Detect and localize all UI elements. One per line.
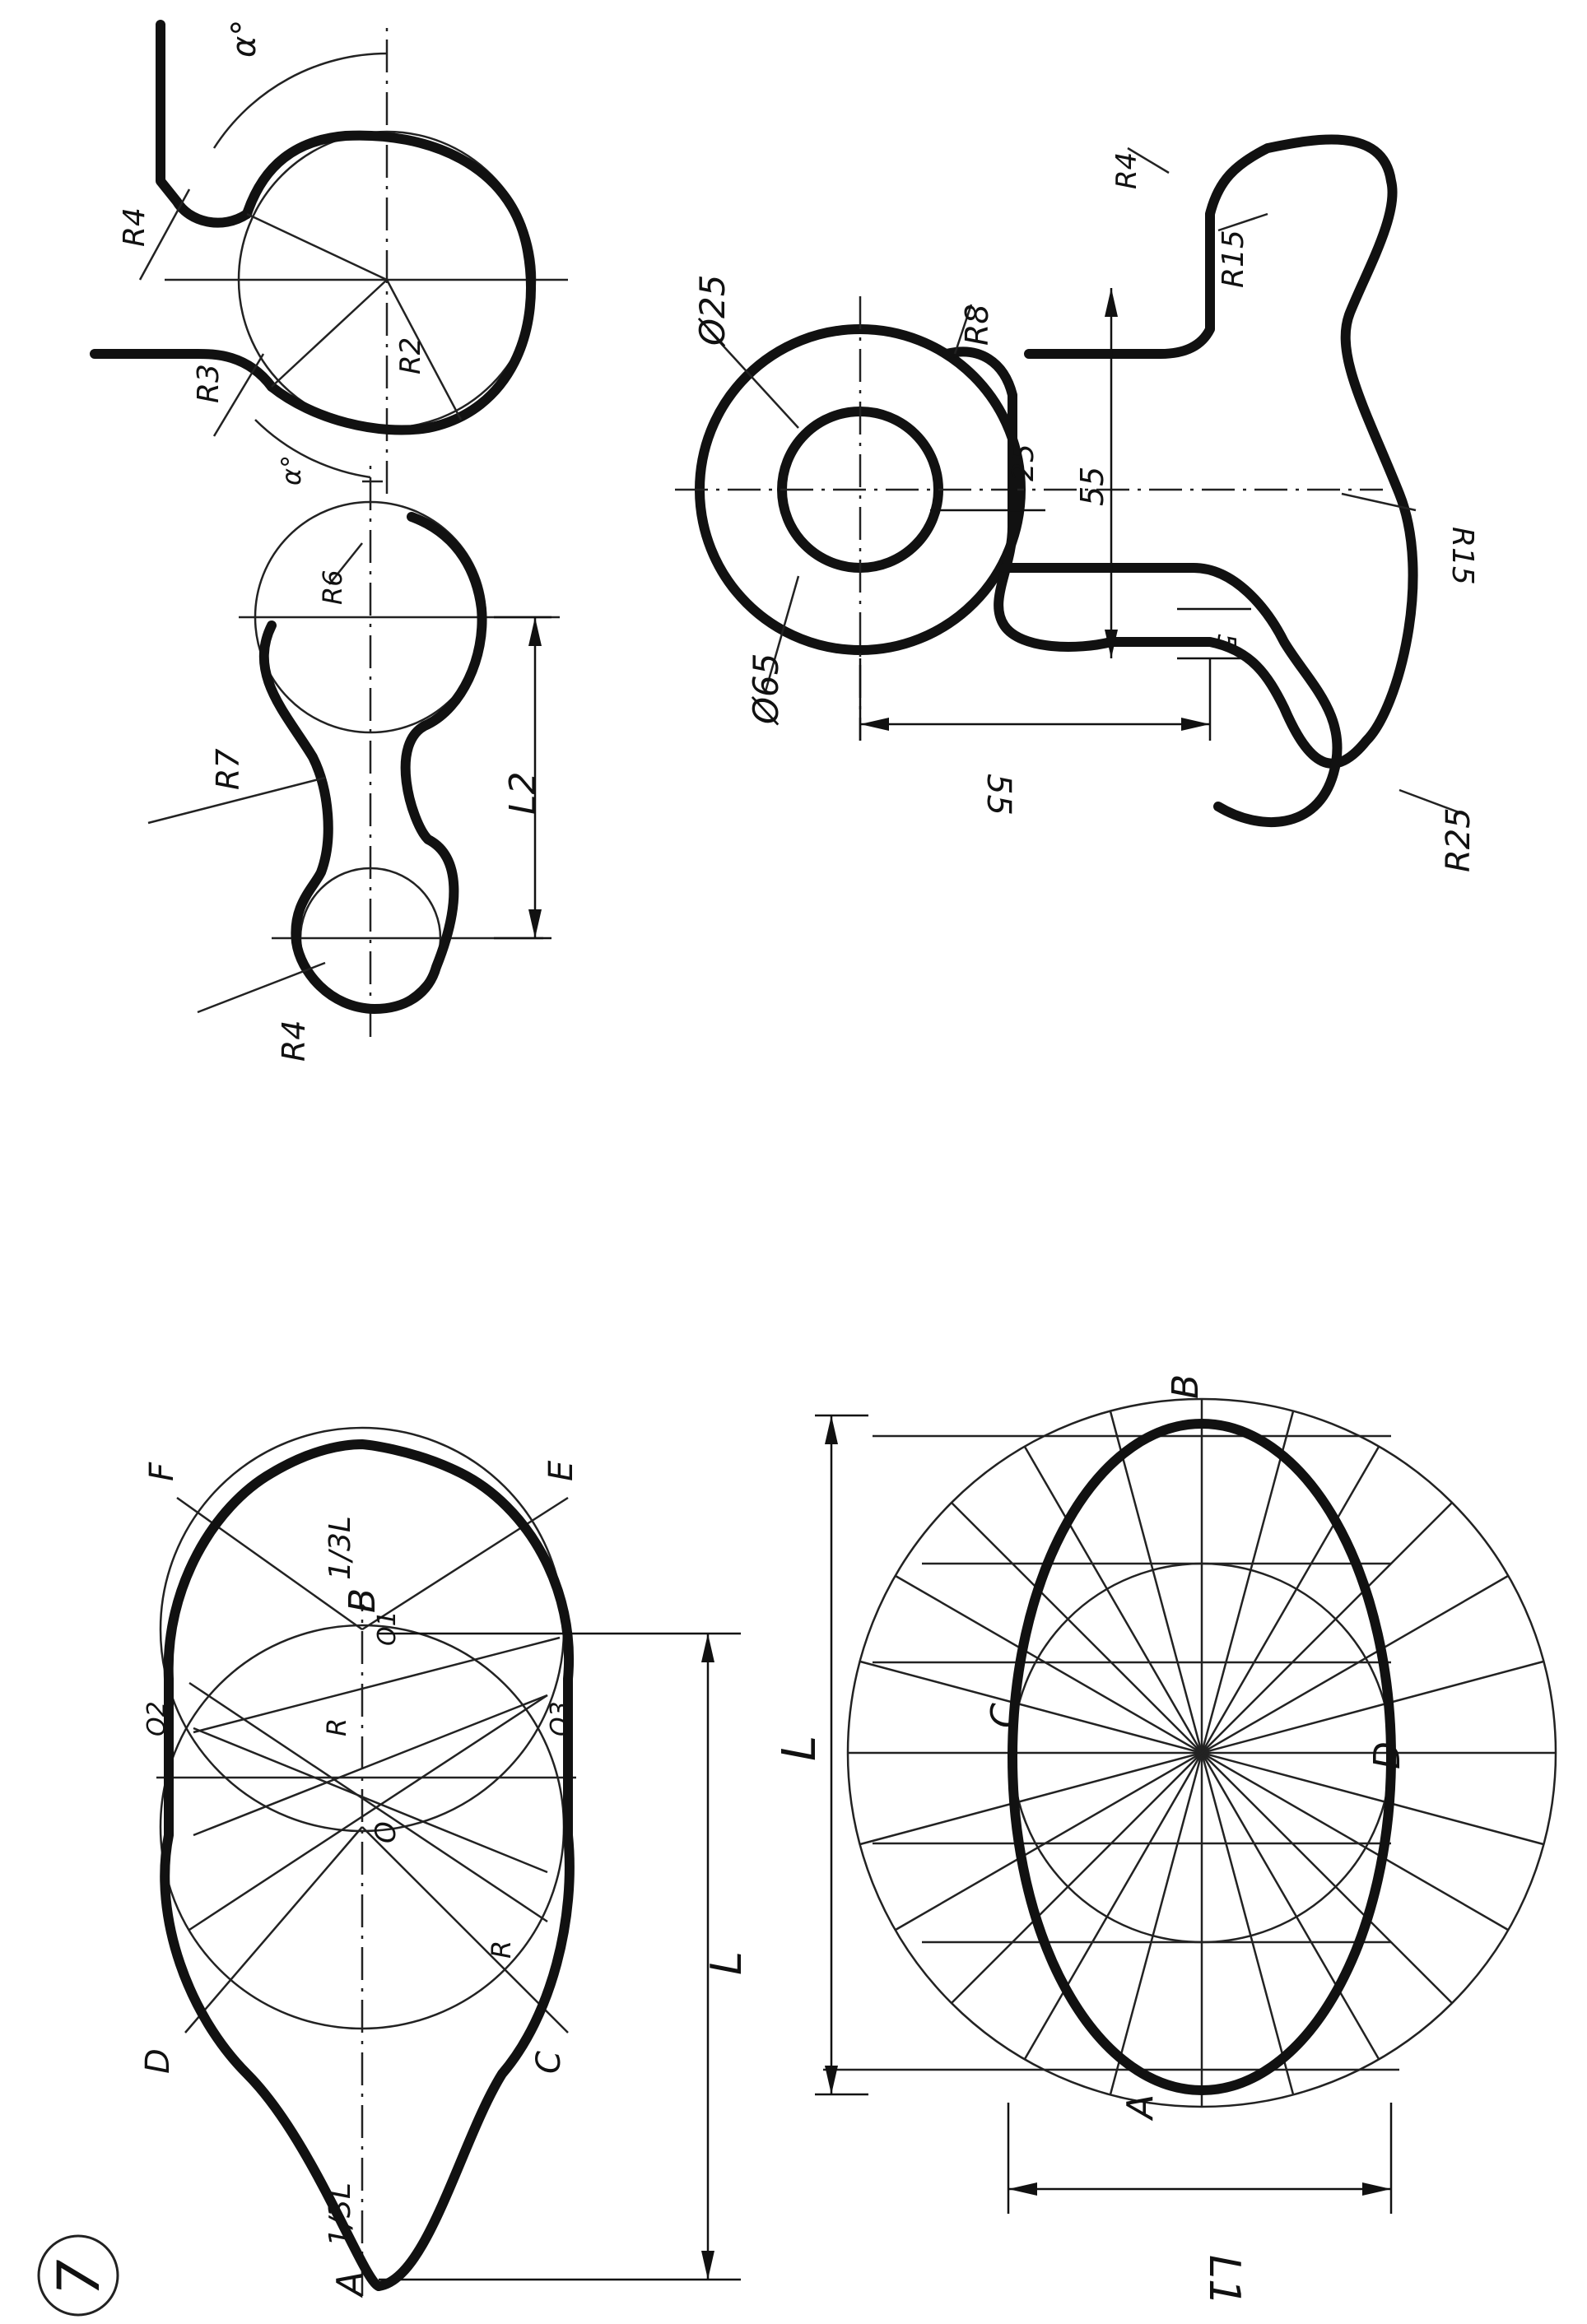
arc-r3-label: R3 xyxy=(192,364,226,403)
center-o-label: O xyxy=(370,1821,403,1843)
ellipse-point-b-label: B xyxy=(1165,1374,1207,1399)
link-r6-label: R6 xyxy=(317,569,348,605)
arc-lower-line xyxy=(90,349,277,392)
oval-radius-label-2: R xyxy=(486,1941,517,1959)
sheet-number: 7 xyxy=(45,2259,113,2296)
hook-55-lower-label: 55 xyxy=(980,774,1017,816)
hook-5-label: 5 xyxy=(1212,634,1240,649)
hook-d65-label: Ø65 xyxy=(746,653,786,726)
oval-third-right-label: 1/3L xyxy=(323,1516,357,1580)
ellipse-minor-label: L1 xyxy=(1199,2255,1249,2306)
ellipse-point-d-label: D xyxy=(1366,1741,1408,1769)
arc-r2-label: R2 xyxy=(394,337,427,374)
arc-upper-line xyxy=(156,20,252,228)
oval-length-label: L xyxy=(702,1951,752,1975)
ellipse-construction-figure: A B C D L L1 xyxy=(773,1374,1557,2306)
angle-arc-bottom xyxy=(254,419,371,479)
link-l2-label: L2 xyxy=(502,771,544,815)
ellipse-point-c-label: C xyxy=(984,1703,1026,1728)
oval-point-e-label: E xyxy=(542,1460,580,1481)
angle-arc-top xyxy=(212,52,388,149)
ellipse-radial-lines xyxy=(848,1399,1556,2107)
oval-point-c-label: C xyxy=(530,2051,568,2074)
center-o1-label: O1 xyxy=(373,1611,402,1646)
oval-point-a-label: A xyxy=(329,2271,371,2298)
arc-r4-label: R4 xyxy=(118,207,151,247)
link-figure: R4 R7 R6 L2 xyxy=(147,461,560,1062)
hook-lower-outline xyxy=(999,563,1343,828)
arc-angle-top-label: α° xyxy=(226,20,263,58)
oval-outline xyxy=(160,1439,575,2291)
sheet-number-badge: 7 xyxy=(37,2234,119,2317)
oval-construction-figure: A B C D E F O O1 O2 O3 1/3L 1/3L R R L xyxy=(139,1426,752,2298)
arc-main-outline xyxy=(242,130,536,435)
hook-r25-label: R25 xyxy=(1440,807,1478,872)
hook-55-label: 55 xyxy=(1074,467,1110,506)
oval-point-f-label: F xyxy=(143,1462,181,1481)
oval-point-b-label: B xyxy=(342,1588,384,1613)
oval-radius-label: R xyxy=(321,1718,352,1736)
oval-third-left-label: 1/3L xyxy=(323,2182,357,2247)
hook-r15-label: R15 xyxy=(1217,230,1250,288)
oval-point-d-label: D xyxy=(139,2048,177,2074)
ellipse-projection-lines xyxy=(823,1434,1399,2071)
hook-r8-label: R8 xyxy=(959,304,995,346)
ellipse-major-label: L xyxy=(773,1736,826,1761)
hook-r15b-label: R15 xyxy=(1445,527,1479,585)
link-r7-label: R7 xyxy=(210,748,246,790)
hook-d25-label: Ø25 xyxy=(692,274,733,347)
link-outline xyxy=(258,512,487,1014)
arc-connection-figure: R4 R3 R2 α° α° xyxy=(90,20,568,494)
ellipse-outline xyxy=(1008,1419,1396,2095)
center-o2-label: O2 xyxy=(142,1701,171,1736)
center-o3-label: O3 xyxy=(546,1701,575,1736)
arc-angle-bottom-label: α° xyxy=(276,455,307,486)
hook-25-label: 25 xyxy=(1007,444,1040,481)
hook-r4-label: R4 xyxy=(1110,152,1143,189)
ellipse-point-a-label: A xyxy=(1119,2094,1161,2122)
hook-figure: Ø25 Ø65 R8 25 55 R4 R15 R15 R25 55 5 xyxy=(675,134,1479,872)
link-r4-label: R4 xyxy=(276,1020,312,1062)
hook-outline xyxy=(942,134,1418,769)
